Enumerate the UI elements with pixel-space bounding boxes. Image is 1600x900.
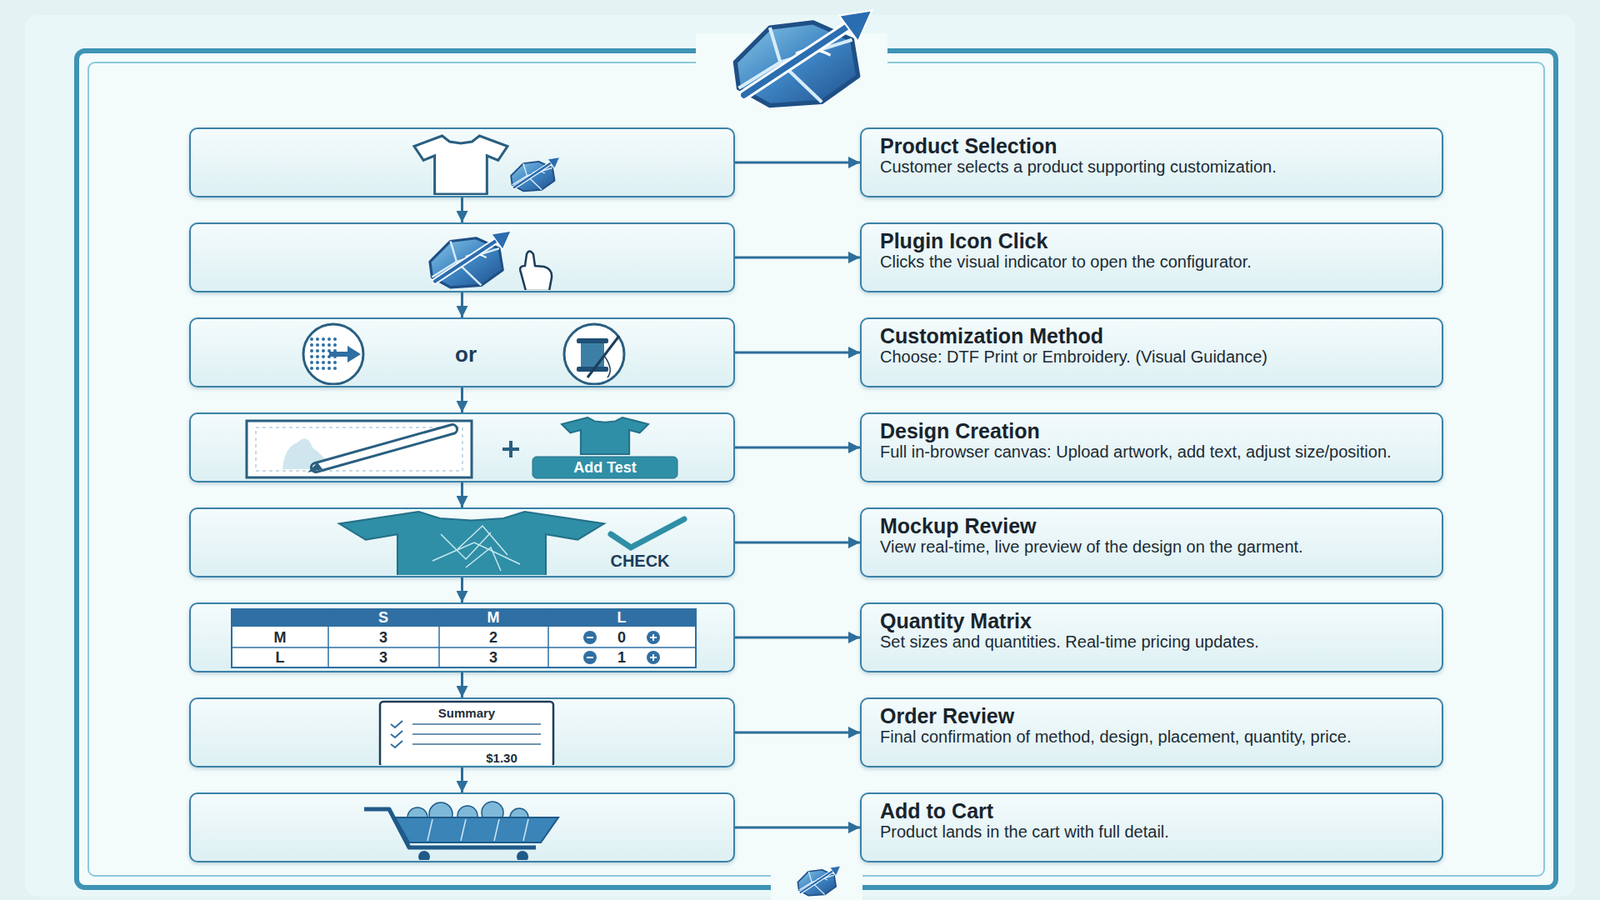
- check-label: CHECK: [610, 551, 670, 571]
- price-value: $1.30: [485, 750, 518, 765]
- step-description: Clicks the visual indicator to open the …: [880, 253, 1424, 272]
- table-cell: 3: [489, 649, 498, 667]
- table-cell: 3: [379, 649, 388, 667]
- step-description: Choose: DTF Print or Embroidery. (Visual…: [880, 348, 1424, 367]
- choice-word: or: [455, 341, 477, 368]
- table-cell: M: [274, 629, 287, 647]
- process-box: Add to CartProduct lands in the cart wit…: [860, 792, 1444, 863]
- table-cell: L: [275, 649, 285, 667]
- flow-arrow: [735, 541, 860, 545]
- step-title: Add to Cart: [880, 800, 1424, 824]
- flow-arrow: [460, 292, 464, 318]
- table-header-cell: L: [617, 609, 627, 627]
- flow-arrow: [735, 446, 860, 450]
- step-title: Order Review: [880, 705, 1424, 729]
- button-label: Add Test: [573, 459, 637, 477]
- table-header-cell: S: [378, 609, 389, 627]
- icon-box: [189, 792, 735, 863]
- process-box: Mockup ReviewView real-time, live previe…: [860, 507, 1444, 578]
- table-cell: 3: [379, 629, 388, 647]
- icon-box: Add Test: [189, 412, 735, 483]
- table-cell: 1: [617, 649, 626, 667]
- step-description: View real-time, live preview of the desi…: [880, 538, 1424, 557]
- step-icon: [190, 604, 733, 670]
- process-box: Plugin Icon ClickClicks the visual indic…: [860, 222, 1444, 293]
- summary-heading: Summary: [438, 705, 495, 720]
- process-box: Quantity MatrixSet sizes and quantities.…: [860, 602, 1444, 673]
- step-title: Product Selection: [880, 135, 1424, 159]
- step-title: Quantity Matrix: [880, 610, 1424, 634]
- flow-arrow: [460, 767, 464, 793]
- icon-box: Summary $1.30: [189, 697, 735, 768]
- process-box: Order ReviewFinal confirmation of method…: [860, 697, 1444, 768]
- flow-arrow: [460, 577, 464, 603]
- icon-box: or: [189, 317, 735, 388]
- flow-arrow: [460, 197, 464, 223]
- flow-arrow: [735, 636, 860, 640]
- step-description: Set sizes and quantities. Real-time pric…: [880, 633, 1424, 652]
- flow-arrow: [735, 731, 860, 735]
- step-icon: [190, 129, 733, 195]
- step-title: Customization Method: [880, 325, 1424, 349]
- flow-arrow: [460, 672, 464, 698]
- flow-arrow: [460, 482, 464, 508]
- table-header-cell: M: [487, 609, 500, 627]
- step-title: Design Creation: [880, 420, 1424, 444]
- flow-arrow: [735, 351, 860, 355]
- flow-arrow: [735, 161, 860, 165]
- step-icon: [190, 414, 733, 480]
- table-cell: 0: [617, 629, 626, 647]
- step-description: Full in-browser canvas: Upload artwork, …: [880, 443, 1424, 462]
- process-box: Design CreationFull in-browser canvas: U…: [860, 412, 1444, 483]
- icon-box: CHECK: [189, 507, 735, 578]
- step-title: Plugin Icon Click: [880, 230, 1424, 254]
- step-icon: [190, 794, 733, 860]
- process-box: Product SelectionCustomer selects a prod…: [860, 127, 1444, 198]
- step-description: Final confirmation of method, design, pl…: [880, 728, 1424, 747]
- flow-arrow: [735, 256, 860, 260]
- step-title: Mockup Review: [880, 515, 1424, 539]
- step-icon: [190, 224, 733, 290]
- process-box: Customization MethodChoose: DTF Print or…: [860, 317, 1444, 388]
- step-description: Customer selects a product supporting cu…: [880, 158, 1424, 177]
- step-description: Product lands in the cart with full deta…: [880, 823, 1424, 842]
- table-cell: 2: [489, 629, 498, 647]
- icon-box: [189, 222, 735, 293]
- flow-arrow: [735, 826, 860, 830]
- flow-arrow: [460, 387, 464, 413]
- icon-box: [189, 127, 735, 198]
- icon-box: SMLM320L331: [189, 602, 735, 673]
